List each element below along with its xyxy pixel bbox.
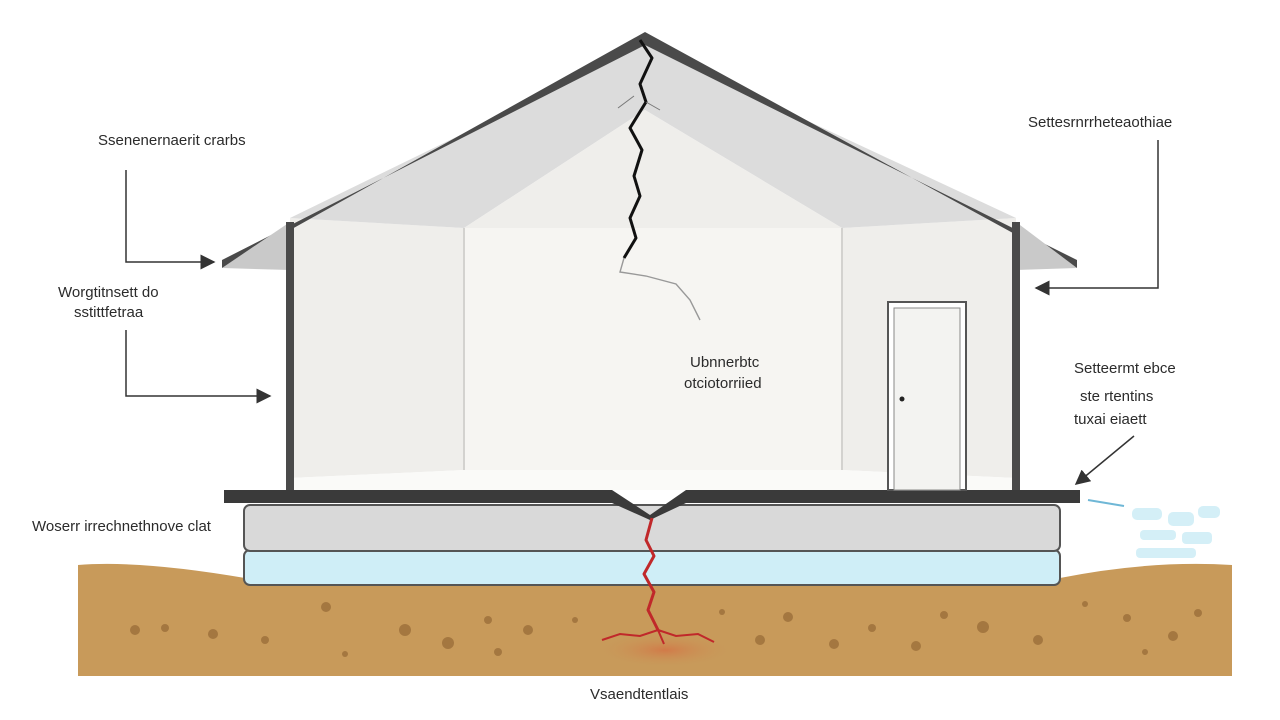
arrow-wall-left (125, 330, 272, 404)
arrow-slab-right (1074, 435, 1135, 485)
ceiling-gable (290, 45, 1016, 228)
foundation-slab (243, 504, 1061, 552)
door (887, 301, 967, 491)
water-puddle (1132, 506, 1220, 558)
wall-post-right (1012, 222, 1020, 490)
label-room-center-line2: otciotorriied (684, 375, 762, 392)
soil-pebbles (130, 601, 1202, 657)
label-room-center-line1: Ubnnerbtc (690, 354, 760, 371)
label-slab-left: Woserr irrechnethnove clat (32, 518, 211, 535)
door-knob (899, 396, 905, 402)
label-soil-bottom: Vsaendtentlais (590, 686, 689, 703)
water-drip-line (1087, 499, 1125, 507)
ceiling-crack-branch (619, 257, 701, 321)
foundation-crack-roots (601, 629, 715, 645)
arrow-roof-left (125, 170, 216, 270)
floor (290, 470, 1016, 490)
soil-crack-glow (595, 632, 735, 668)
roof-eave-left (222, 222, 290, 270)
label-wall-left-line1: Worgtitnsett do (58, 284, 159, 301)
arrow-roof-right (1034, 140, 1159, 296)
label-slab-right-line3: tuxai eiaett (1074, 411, 1147, 428)
ceiling-back (464, 110, 842, 228)
label-slab-right-line1: Setteermt ebce (1074, 360, 1176, 377)
roof-eave-right (1016, 222, 1077, 270)
label-slab-right-line2: ste rtentins (1080, 388, 1154, 405)
ceiling-crack-hairline (617, 95, 661, 111)
wall-back (464, 228, 842, 470)
soil-ground (78, 563, 1232, 676)
foundation-crack (642, 517, 660, 631)
label-roof-top-right: Settesrnrrheteaothiae (1028, 114, 1173, 131)
label-roof-top-left: Ssenenernaerit crarbs (98, 132, 246, 149)
ceiling-crack (622, 39, 654, 259)
floor-plate (224, 490, 1080, 520)
wall-post-left (286, 222, 294, 490)
label-wall-left-line2: sstittfetraa (74, 304, 144, 321)
wall-left (290, 218, 464, 478)
